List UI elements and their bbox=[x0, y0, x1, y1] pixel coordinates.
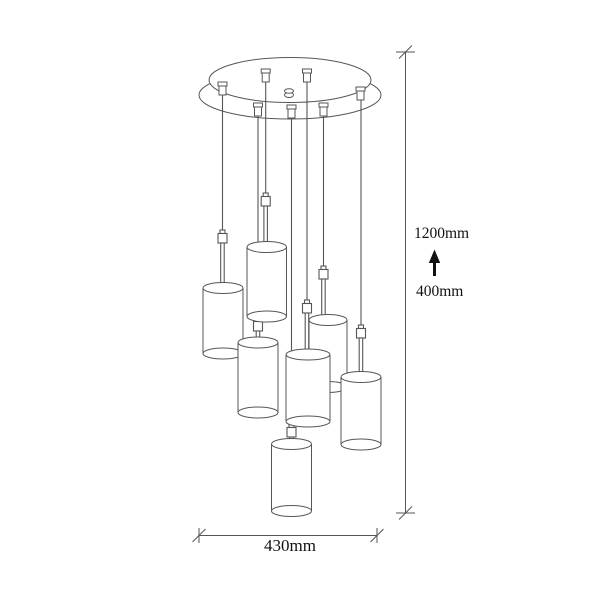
pendant-cord-4 bbox=[301, 82, 313, 356]
height-dimension-label: 1200mm bbox=[414, 225, 470, 242]
tick-right bbox=[370, 528, 384, 543]
tick-bottom bbox=[396, 506, 415, 520]
pendant-cord-1 bbox=[217, 95, 228, 289]
shades-layer bbox=[202, 241, 382, 517]
lamp-shade-6 bbox=[271, 438, 312, 517]
cord-grip-1 bbox=[217, 81, 228, 96]
up-arrow-icon bbox=[428, 249, 441, 276]
cord-grip-3 bbox=[302, 68, 312, 83]
cord-grip-6 bbox=[286, 104, 297, 119]
ceiling-canopy bbox=[198, 57, 382, 120]
cord-grip-4 bbox=[355, 86, 366, 101]
lamp-shade-3 bbox=[237, 336, 279, 419]
pendant-cord-2 bbox=[260, 82, 271, 249]
pendant-cord-7 bbox=[355, 100, 367, 378]
cord-grips bbox=[217, 68, 366, 119]
lamp-shade-7 bbox=[340, 371, 382, 451]
width-dimension-label: 430mm bbox=[264, 536, 316, 555]
cord-grip-2 bbox=[260, 68, 271, 83]
canopy-top-plate bbox=[208, 57, 372, 103]
tick-top bbox=[396, 45, 415, 59]
min-height-dimension-label: 400mm bbox=[416, 283, 464, 300]
cord-grip-5 bbox=[253, 102, 263, 117]
pendant-cord-5 bbox=[318, 116, 329, 322]
cord-grip-7 bbox=[318, 102, 329, 117]
lamp-shade-1 bbox=[202, 282, 244, 360]
width-dimension-line bbox=[192, 528, 384, 543]
lamp-shade-4 bbox=[285, 348, 331, 428]
canopy-knob bbox=[284, 88, 294, 98]
height-dimension-line bbox=[396, 45, 415, 520]
lamp-shade-2 bbox=[246, 241, 287, 323]
tick-left bbox=[192, 528, 206, 543]
